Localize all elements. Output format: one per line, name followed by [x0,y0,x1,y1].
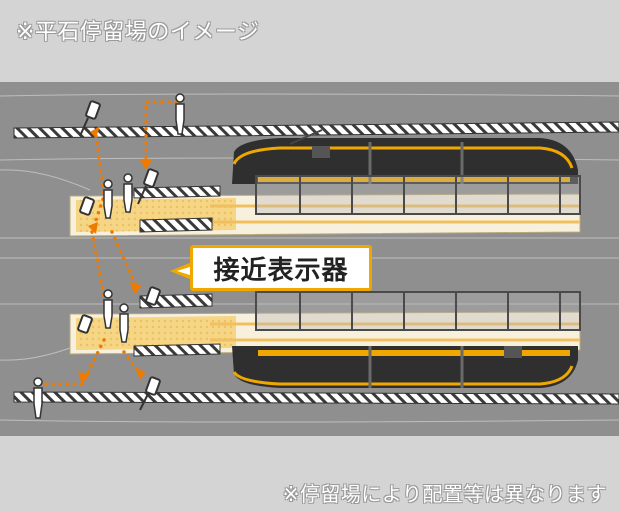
layout-disclaimer: ※停留場により配置等は異なります [282,482,607,506]
tram-lower [232,346,578,388]
curb-top [13,121,619,139]
approach-display-callout: 接近表示器 [190,245,372,291]
callout-pointer-inner [177,266,193,276]
platform-upper [69,175,581,237]
pedestrian-icon [33,93,185,419]
curb-bottom [13,391,619,405]
route-arrowheads [78,126,152,384]
image-caption: ※平石停留場のイメージ [16,20,260,45]
platform-lower [69,291,581,357]
callout-label: 接近表示器 [213,255,349,286]
approach-display-icon [77,100,161,411]
